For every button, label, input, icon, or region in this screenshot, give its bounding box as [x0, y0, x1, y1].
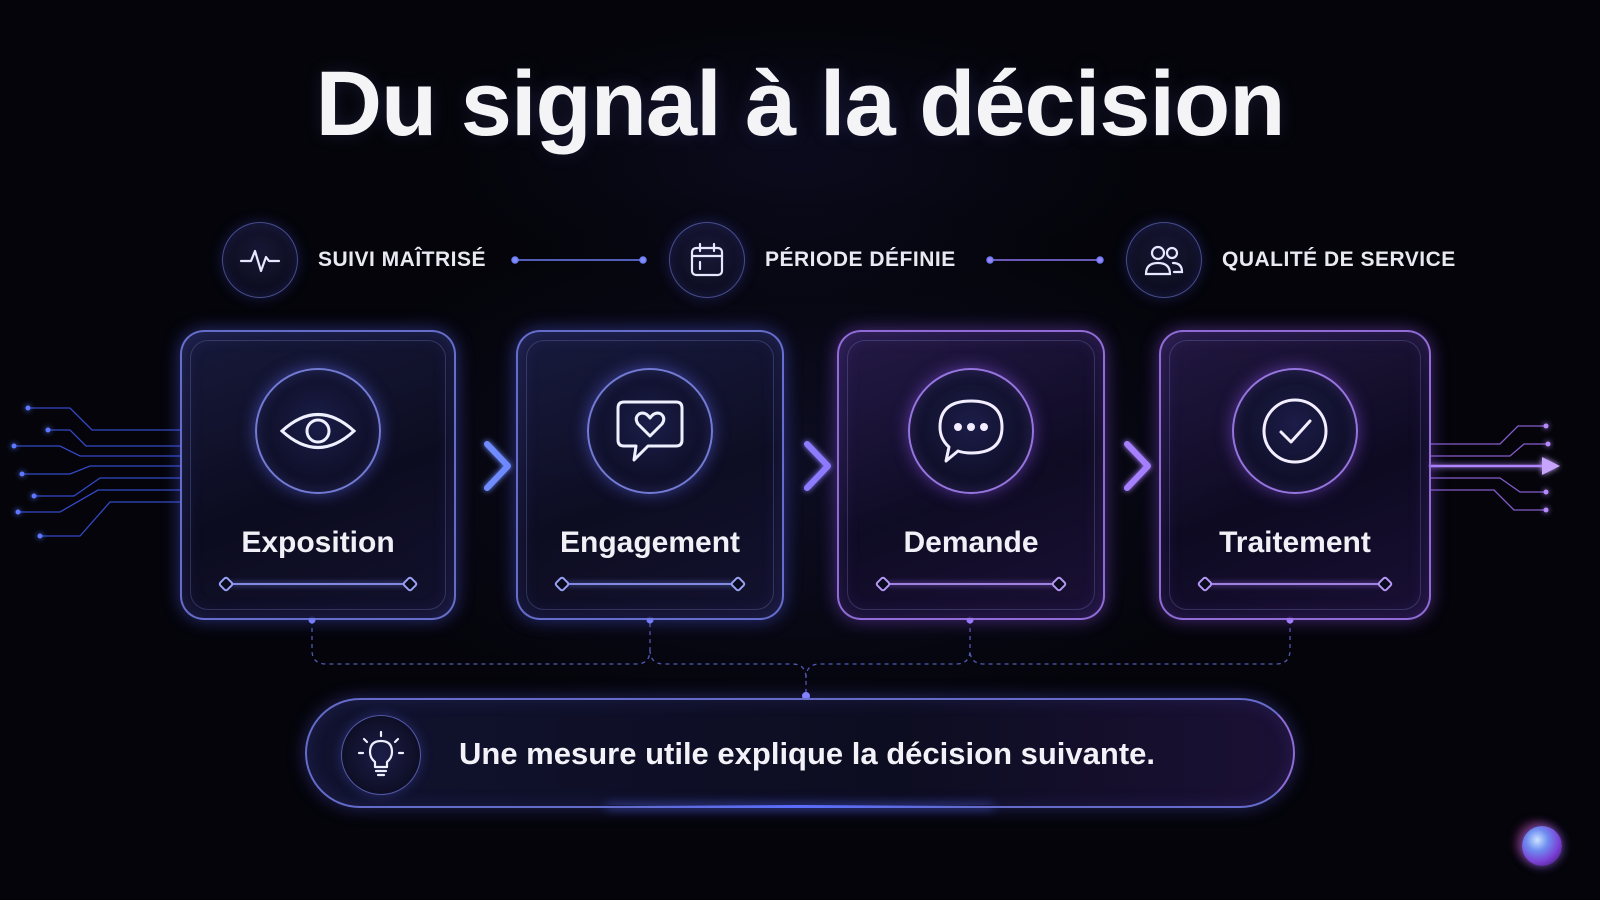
- banner-text: Une mesure utile explique la décision su…: [459, 736, 1156, 771]
- step-label: Traitement: [1219, 526, 1371, 559]
- chat-dots-icon: [908, 368, 1034, 494]
- check-circle-icon: [1232, 368, 1358, 494]
- slider-decoration: [217, 575, 419, 593]
- feature-label: PÉRIODE DÉFINIE: [765, 248, 956, 271]
- step-card-demande: Demande: [837, 330, 1105, 620]
- brand-logo: [1522, 826, 1562, 866]
- arrow-icons: [484, 441, 1151, 491]
- step-card-exposition: Exposition: [180, 330, 456, 620]
- page-title: Du signal à la décision: [315, 53, 1286, 155]
- feature-label: QUALITÉ DE SERVICE: [1222, 248, 1456, 271]
- feature-qualite: QUALITÉ DE SERVICE: [1126, 222, 1456, 298]
- arrow-right-icon: [1542, 457, 1560, 475]
- step-card-engagement: Engagement: [516, 330, 784, 620]
- chevron-right-icon: [804, 441, 831, 491]
- chevron-right-icon: [1124, 441, 1151, 491]
- slider-decoration: [553, 575, 747, 593]
- step-label: Engagement: [559, 526, 741, 559]
- step-label: Demande: [903, 526, 1039, 559]
- insight-banner: Une mesure utile explique la décision su…: [305, 698, 1295, 808]
- left-circuit-traces: [14, 407, 180, 537]
- chevron-right-icon: [484, 441, 511, 491]
- users-icon: [1126, 222, 1202, 298]
- slider-decoration: [1196, 575, 1394, 593]
- step-label: Exposition: [241, 526, 395, 559]
- lightbulb-icon: [341, 715, 421, 795]
- feature-suivi: SUIVI MAÎTRISÉ: [222, 222, 486, 298]
- eye-icon: [255, 368, 381, 494]
- step-card-traitement: Traitement: [1159, 330, 1431, 620]
- pulse-icon: [222, 222, 298, 298]
- feature-label: SUIVI MAÎTRISÉ: [318, 248, 487, 271]
- dashed-connectors: [311, 620, 1291, 694]
- calendar-icon: [669, 222, 745, 298]
- slider-decoration: [874, 575, 1068, 593]
- feature-periode: PÉRIODE DÉFINIE: [669, 222, 956, 298]
- chat-heart-icon: [587, 368, 713, 494]
- right-circuit-traces: [1430, 425, 1548, 511]
